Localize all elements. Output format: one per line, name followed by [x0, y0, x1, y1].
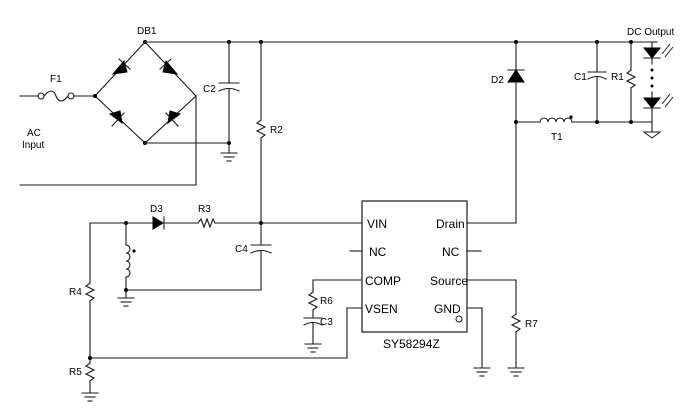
- label-c1: C1: [574, 72, 587, 83]
- label-db1: DB1: [137, 26, 157, 37]
- aux-winding-coil: [125, 244, 131, 278]
- pin-gnd: GND: [434, 302, 461, 316]
- bridge-diode-top-right: [162, 59, 179, 75]
- label-c2: C2: [203, 84, 216, 95]
- label-ac-input-1: AC: [27, 128, 41, 139]
- ac-input-wiring: [19, 95, 197, 186]
- pin-vsen: VSEN: [365, 302, 398, 316]
- led-string: [642, 41, 674, 139]
- ground-symbol-ic: [473, 367, 491, 377]
- diode-d2: [507, 69, 525, 83]
- bridge-return-and-c2: [144, 41, 240, 154]
- resistor-r3: [197, 217, 216, 229]
- pin-vin: VIN: [367, 217, 387, 231]
- ground-symbol-aux: [117, 297, 135, 307]
- label-dc-output: DC Output: [627, 27, 674, 38]
- resistor-r7: [510, 313, 522, 333]
- fuse-f1: [37, 90, 75, 102]
- drain-path: [466, 41, 653, 224]
- led-2: [642, 97, 662, 109]
- ground-symbol-r7: [507, 367, 525, 377]
- c4-capacitor: [125, 222, 272, 291]
- resistor-r4: [84, 282, 96, 302]
- top-rail: [144, 40, 658, 44]
- label-r7: R7: [525, 319, 538, 330]
- output-c1: [587, 41, 607, 123]
- ground-symbol-r5: [81, 392, 99, 402]
- label-d3: D3: [150, 204, 163, 215]
- diode-d3: [152, 216, 164, 230]
- led-1: [642, 47, 662, 59]
- pin-nc-right: NC: [442, 245, 460, 259]
- label-r6: R6: [320, 296, 333, 307]
- resistor-r6: [307, 291, 319, 311]
- ic-part-number: SY58294Z: [383, 337, 440, 351]
- r2-resistor: [255, 41, 267, 224]
- bridge-rectifier-db1: [93, 40, 197, 145]
- output-ground-icon: [642, 131, 662, 139]
- aux-winding-path: [89, 216, 363, 299]
- label-ac-input-2: Input: [22, 140, 44, 151]
- label-r4: R4: [69, 287, 82, 298]
- label-c4: C4: [235, 244, 248, 255]
- pin-source: Source: [430, 274, 468, 288]
- output-r1: [625, 41, 637, 123]
- comp-network: [303, 279, 363, 345]
- source-r7: [466, 279, 522, 369]
- resistor-r5: [84, 362, 96, 382]
- ground-symbol-c3: [304, 343, 322, 353]
- ground-symbol-c2: [220, 152, 238, 162]
- inductor-t1: [539, 117, 573, 123]
- pin-drain: Drain: [436, 217, 465, 231]
- label-r2: R2: [270, 125, 283, 136]
- bridge-diode-top-left: [111, 59, 128, 75]
- pin-nc-left: NC: [369, 245, 387, 259]
- controller-ic: [349, 200, 482, 333]
- label-t1: T1: [551, 132, 563, 143]
- label-r5: R5: [69, 367, 82, 378]
- label-c3: C3: [320, 317, 333, 328]
- label-f1: F1: [50, 74, 62, 85]
- label-d2: D2: [491, 75, 504, 86]
- label-r1: R1: [611, 72, 624, 83]
- gnd-pin-wire: [466, 307, 483, 369]
- label-r3: R3: [198, 204, 211, 215]
- pin-comp: COMP: [365, 274, 401, 288]
- r4-r5-divider: [84, 222, 363, 394]
